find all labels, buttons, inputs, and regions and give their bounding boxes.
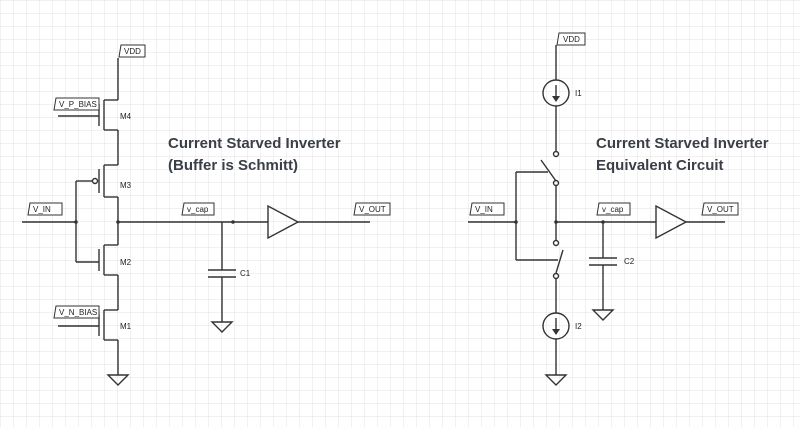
svg-text:V_P_BIAS: V_P_BIAS	[59, 100, 97, 109]
vcap-flag-left: v_cap	[181, 202, 215, 216]
capacitor-c1: C1	[208, 222, 251, 333]
vin-flag-left: V_IN	[27, 202, 63, 216]
right-title-line1: Current Starved Inverter	[596, 135, 769, 152]
svg-text:v_cap: v_cap	[602, 205, 624, 214]
vnbias-flag: V_N_BIAS	[53, 305, 100, 319]
label-c2: C2	[624, 257, 635, 266]
transistor-m4: M4	[58, 99, 132, 131]
capacitor-c2: C2	[589, 222, 635, 321]
vout-flag-right: V_OUT	[701, 202, 739, 216]
label-m3: M3	[120, 181, 132, 190]
label-m2: M2	[120, 258, 132, 267]
svg-text:V_IN: V_IN	[33, 205, 51, 214]
vpbias-flag: V_P_BIAS	[53, 97, 100, 111]
svg-text:V_OUT: V_OUT	[707, 205, 734, 214]
svg-text:V_IN: V_IN	[475, 205, 493, 214]
left-circuit: VDD M4 V_P_BIAS M3	[22, 44, 391, 386]
buffer-triangle-right	[655, 204, 688, 240]
vin-flag-right: V_IN	[469, 202, 505, 216]
vout-flag-left: V_OUT	[353, 202, 391, 216]
transistor-m3: M3	[76, 164, 132, 198]
transistor-m2: M2	[76, 244, 132, 276]
ground-icon	[544, 374, 568, 386]
ground-icon	[106, 374, 130, 386]
label-i2: I2	[575, 322, 582, 331]
left-title-line1: Current Starved Inverter	[168, 135, 341, 152]
switch-bottom	[552, 239, 564, 280]
vcap-flag-right: v_cap	[596, 202, 631, 216]
left-title-line2: (Buffer is Schmitt)	[168, 157, 298, 174]
label-i1: I1	[575, 89, 582, 98]
ground-icon	[210, 321, 234, 333]
svg-text:VDD: VDD	[563, 35, 580, 44]
svg-text:V_N_BIAS: V_N_BIAS	[59, 308, 97, 317]
switch-top	[540, 150, 560, 187]
svg-text:VDD: VDD	[124, 47, 141, 56]
vdd-flag-right: VDD	[556, 32, 586, 46]
label-m4: M4	[120, 112, 132, 121]
label-m1: M1	[120, 322, 132, 331]
buffer-triangle	[267, 204, 300, 240]
right-circuit: VDD I1 V_	[468, 32, 769, 386]
svg-text:v_cap: v_cap	[187, 205, 209, 214]
label-c1: C1	[240, 269, 251, 278]
vdd-flag-left: VDD	[118, 44, 146, 58]
svg-text:V_OUT: V_OUT	[359, 205, 386, 214]
right-title-line2: Equivalent Circuit	[596, 157, 724, 174]
ground-icon	[591, 309, 615, 321]
current-source-i1: I1	[542, 79, 582, 107]
